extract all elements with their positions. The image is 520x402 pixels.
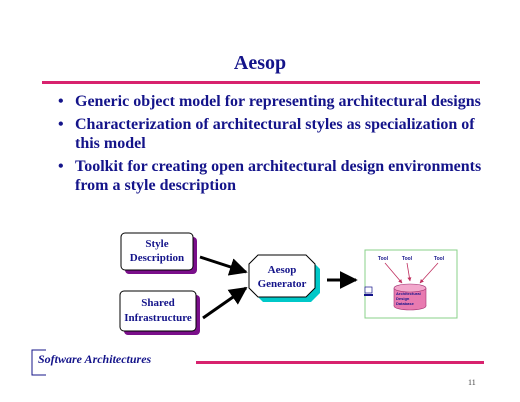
bullet-text: Generic object model for representing ar…	[75, 93, 481, 110]
footer-divider	[196, 361, 484, 364]
footer-label: Software Architectures	[38, 352, 152, 366]
computer-icon	[364, 286, 373, 296]
style-box-line-2: Description	[130, 252, 184, 264]
generator-line-1: Aesop	[268, 264, 297, 276]
database-line-1: Architectural	[396, 291, 421, 296]
tool-label-1: Tool	[378, 256, 389, 262]
tool-label-3: Tool	[434, 256, 445, 262]
database-line-2: Design	[396, 296, 410, 301]
infra-box-line-1: Shared	[141, 297, 174, 309]
infra-box-line-2: Infrastructure	[124, 312, 192, 324]
slide-title: Aesop	[233, 52, 287, 74]
database-line-3: Database	[396, 301, 415, 306]
bullet-glyph: •	[58, 158, 64, 175]
database-icon: Architectural Design Database	[393, 283, 427, 311]
arrow-style-to-generator	[199, 255, 248, 276]
style-box-line-1: Style	[145, 238, 168, 250]
shared-infrastructure-box: Shared Infrastructure	[119, 290, 200, 335]
page-number: 11	[468, 378, 476, 387]
style-description-box: Style Description	[120, 232, 197, 274]
tool-label-2: Tool	[402, 256, 413, 262]
generator-line-2: Generator	[258, 278, 307, 290]
arrow-infra-to-generator	[202, 286, 248, 320]
aesop-generator-box: Aesop Generator	[248, 254, 320, 302]
bullet-text: Characterization of architectural styles…	[75, 116, 475, 152]
title-divider	[42, 81, 480, 84]
bullet-text: Toolkit for creating open architectural …	[75, 158, 482, 194]
bullet-glyph: •	[58, 93, 64, 110]
bullet-glyph: •	[58, 116, 64, 133]
bullet-list: • Generic object model for representing a…	[58, 92, 498, 199]
bullet-item: • Toolkit for creating open architectural…	[58, 157, 498, 195]
footer-bracket-icon	[31, 349, 46, 376]
bullet-item: • Characterization of architectural style…	[58, 115, 498, 153]
bullet-item: • Generic object model for representing a…	[58, 92, 498, 111]
design-environment-panel: Tool Tool Tool Architectural Design Data…	[364, 249, 458, 319]
